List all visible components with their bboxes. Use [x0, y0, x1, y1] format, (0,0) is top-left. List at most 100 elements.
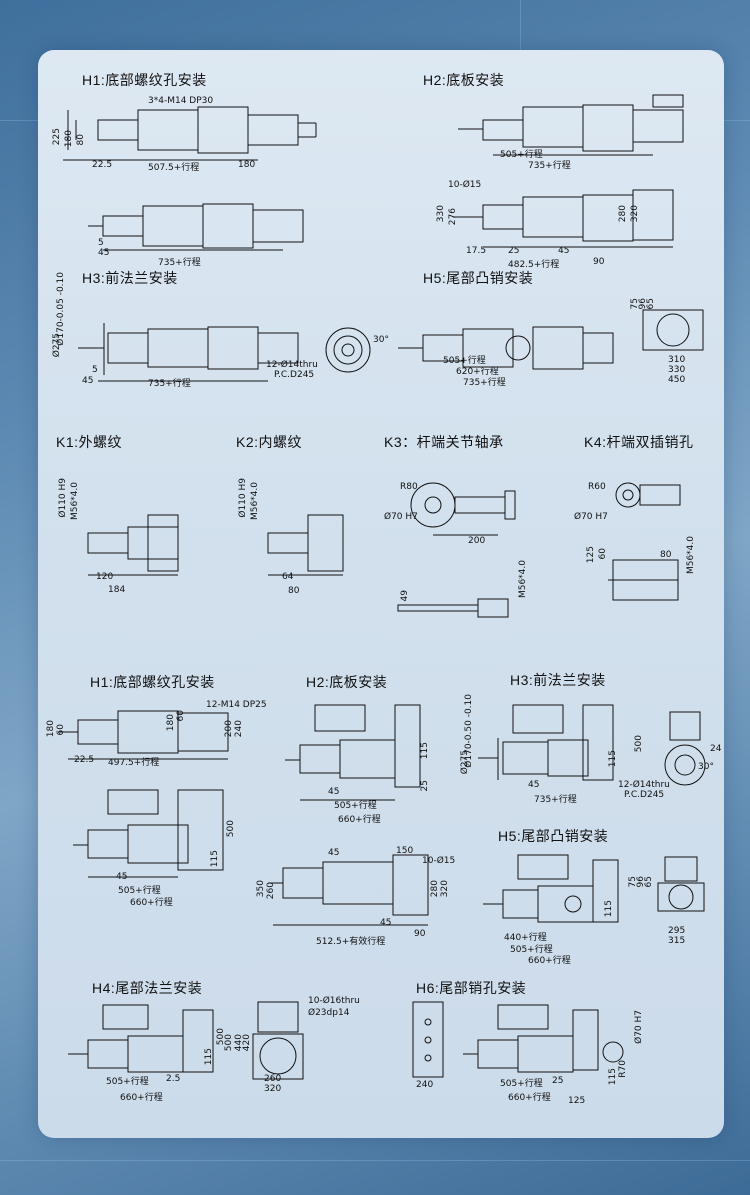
- dim-45: 45: [82, 376, 94, 386]
- h5-title: H5:尾部凸销安装: [423, 270, 534, 286]
- dim-holes: 3*4-M14 DP30: [148, 96, 214, 106]
- dim-holes: 10-Ø15: [448, 180, 482, 190]
- dim-25: 25: [420, 780, 430, 792]
- dim-60: 60: [56, 724, 66, 736]
- bg-line: [0, 1160, 750, 1161]
- dim-500b: 500: [224, 1034, 234, 1052]
- h6-title: H6:尾部销孔安装: [416, 980, 527, 996]
- h2-title: H2:底板安装: [423, 72, 505, 88]
- h1b-side-drawing: [68, 785, 248, 885]
- dim-735: 735+行程: [148, 379, 191, 389]
- dim-240: 240: [416, 1080, 434, 1090]
- k1-title: K1:外螺纹: [56, 434, 123, 450]
- h1-side-drawing: [83, 198, 323, 258]
- dim-64: 64: [282, 572, 294, 582]
- dim-45: 45: [98, 248, 110, 258]
- dim-80: 80: [288, 586, 300, 596]
- dim-505: 505+行程: [118, 886, 161, 896]
- h3-title: H3:前法兰安装: [82, 270, 178, 286]
- dim-holes: 10-Ø16thru: [308, 996, 360, 1006]
- h5b-end-view: [653, 855, 713, 925]
- k2-title: K2:内螺纹: [236, 434, 303, 450]
- dim-660: 660+行程: [120, 1093, 163, 1103]
- dim-500: 500: [226, 820, 236, 838]
- dim-180: 180: [46, 720, 56, 738]
- dim-280: 280: [430, 880, 440, 898]
- dim-280: 280: [618, 205, 628, 223]
- dim-80: 80: [76, 134, 86, 146]
- dim-125: 125: [586, 546, 596, 564]
- dim-115: 115: [604, 900, 614, 918]
- h1b-cylinder-drawing: [58, 705, 258, 765]
- dim-735: 735+行程: [534, 795, 577, 805]
- h3-flange-view: [323, 325, 373, 375]
- dim-505: 505+行程: [510, 945, 553, 955]
- h1-title: H1:底部螺纹孔安装: [82, 72, 207, 88]
- dim-180b: 180: [166, 714, 176, 732]
- dim-330: 330: [668, 365, 686, 375]
- drawing-card: H1:底部螺纹孔安装 H2:底板安装 H3:前法兰安装 H5:尾部凸销安装 3*…: [38, 50, 724, 1138]
- dim-r70: R70: [618, 1060, 628, 1078]
- dim-22.5: 22.5: [74, 755, 95, 765]
- dim-505: 505+行程: [334, 801, 377, 811]
- dim-497.5: 497.5+行程: [108, 758, 160, 768]
- dim-295: 295: [668, 926, 686, 936]
- k3-rod-end-bearing-drawing: [388, 475, 528, 625]
- dim-pcd: P.C.D245: [624, 790, 665, 800]
- dim-17.5: 17.5: [466, 246, 487, 256]
- dim-125: 125: [568, 1096, 586, 1106]
- dim-dia: Ø70 H7: [574, 512, 608, 522]
- h5b-cylinder-drawing: [478, 850, 628, 930]
- dim-115: 115: [608, 1068, 618, 1086]
- h2b-cylinder-drawing: [280, 700, 440, 810]
- dim-660: 660+行程: [528, 956, 571, 966]
- dim-45b: 45: [328, 848, 340, 858]
- dim-450: 450: [668, 375, 686, 385]
- k2-rod-end-drawing: [263, 505, 353, 585]
- h2-cylinder-drawing: [453, 95, 693, 165]
- dim-180: 180: [64, 130, 74, 148]
- dim-holes: 10-Ø15: [422, 856, 456, 866]
- h3-cylinder-drawing: [68, 315, 308, 385]
- h3b-flange-view: [660, 710, 710, 790]
- dim-320: 320: [440, 880, 450, 898]
- dim-25: 25: [508, 246, 520, 256]
- dim-65: 65: [646, 298, 656, 310]
- dim-505: 505+行程: [443, 356, 486, 366]
- h3b-cylinder-drawing: [468, 700, 638, 790]
- dim-45: 45: [558, 246, 570, 256]
- h4-title: H4:尾部法兰安装: [92, 980, 203, 996]
- dim-dia: Ø110 H9: [58, 478, 68, 518]
- h2b-base-plate-drawing: [263, 850, 443, 940]
- dim-275: Ø275: [460, 750, 470, 775]
- dim-thread: M56*4.0: [518, 560, 528, 599]
- dim-60: 60: [598, 548, 608, 560]
- dim-315: 315: [668, 936, 686, 946]
- dim-260: 260: [264, 1074, 282, 1084]
- h5-cylinder-drawing: [393, 315, 613, 385]
- dim-90: 90: [414, 929, 426, 939]
- dim-5: 5: [92, 365, 98, 375]
- dim-holes: 12-M14 DP25: [206, 700, 267, 710]
- dim-49: 49: [400, 590, 410, 602]
- dim-276: 276: [448, 208, 458, 226]
- bg-line: [520, 0, 521, 50]
- h3-title-b: H3:前法兰安装: [510, 672, 606, 688]
- dim-330: 330: [436, 205, 446, 223]
- dim-115: 115: [420, 742, 430, 760]
- dim-275: Ø275: [52, 333, 62, 358]
- dim-200: 200: [468, 536, 486, 546]
- dim-angle: 30°: [373, 335, 389, 345]
- h1-cylinder-drawing: [58, 95, 338, 175]
- h6-cylinder-drawing: [458, 1000, 628, 1085]
- dim-holes: 12-Ø14thru: [618, 780, 670, 790]
- dim-180b: 180: [238, 160, 256, 170]
- dim-115: 115: [204, 1048, 214, 1066]
- dim-440: 440+行程: [504, 933, 547, 943]
- dim-320: 320: [630, 205, 640, 223]
- h2-side-drawing: [443, 185, 693, 265]
- h4-cylinder-drawing: [63, 1000, 228, 1085]
- dim-350: 350: [256, 880, 266, 898]
- h5-end-view: [638, 300, 708, 360]
- dim-120: 120: [96, 572, 114, 582]
